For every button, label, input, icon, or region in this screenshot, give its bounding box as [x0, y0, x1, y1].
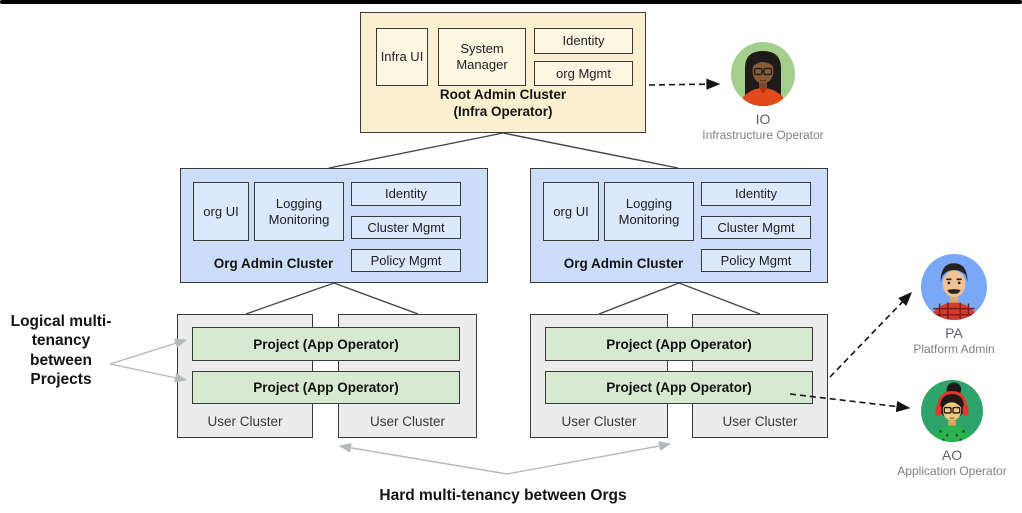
root-admin-cluster: Infra UI System Manager Identity org Mgm… — [360, 12, 646, 133]
component-identity: Identity — [351, 182, 461, 206]
root-cluster-title-line2: (Infra Operator) — [453, 104, 553, 120]
component-identity: Identity — [701, 182, 811, 206]
io-avatar-icon — [731, 42, 795, 106]
ao-avatar-icon — [921, 380, 983, 442]
persona-initials: IO — [755, 111, 771, 127]
org-cluster-title: Org Admin Cluster — [213, 256, 334, 272]
persona-application-operator: AO Application Operator — [877, 380, 1022, 478]
persona-initials: AO — [941, 447, 963, 463]
component-logging-monitoring: Logging Monitoring — [254, 182, 344, 241]
component-cluster-mgmt: Cluster Mgmt — [701, 216, 811, 239]
persona-initials: PA — [945, 325, 963, 341]
component-policy-mgmt: Policy Mgmt — [351, 249, 461, 272]
component-policy-mgmt: Policy Mgmt — [701, 249, 811, 272]
project-bar: Project (App Operator) — [192, 371, 460, 404]
persona-role: Infrastructure Operator — [702, 128, 824, 142]
component-org-mgmt: org Mgmt — [534, 61, 633, 86]
project-bar: Project (App Operator) — [192, 327, 460, 361]
root-cluster-title-line1: Root Admin Cluster — [439, 86, 567, 102]
component-cluster-mgmt: Cluster Mgmt — [351, 216, 461, 239]
org-cluster-title: Org Admin Cluster — [563, 256, 684, 272]
component-infra-ui: Infra UI — [376, 28, 428, 86]
root-cluster-title: Root Admin Cluster (Infra Operator) — [361, 86, 645, 121]
pa-avatar-icon — [921, 254, 987, 320]
user-cluster-label: User Cluster — [561, 414, 637, 429]
component-system-manager: System Manager — [438, 28, 526, 86]
org-admin-cluster-left: org UI Logging Monitoring Identity Clust… — [180, 168, 488, 283]
component-org-ui: org UI — [543, 182, 599, 241]
connector-root-to-org-right — [502, 132, 679, 169]
component-org-ui: org UI — [193, 182, 249, 241]
persona-infrastructure-operator: IO Infrastructure Operator — [688, 42, 838, 142]
connector-root-to-org-left — [328, 132, 504, 169]
top-border-bar — [0, 0, 1022, 4]
persona-role: Application Operator — [897, 464, 1007, 478]
persona-platform-admin: PA Platform Admin — [879, 254, 1022, 356]
gray-arrow-hard-multitenancy — [338, 441, 672, 475]
user-cluster-label: User Cluster — [207, 414, 283, 429]
connector-orgleft-to-uc2 — [333, 282, 419, 315]
component-logging-monitoring: Logging Monitoring — [604, 182, 694, 241]
annotation-logical-multitenancy: Logical multi-tenancy between Projects — [10, 313, 112, 389]
connector-orgright-to-uc2 — [678, 282, 761, 315]
persona-role: Platform Admin — [913, 342, 995, 356]
gray-arrow-label-to-project2 — [109, 363, 188, 383]
annotation-hard-multitenancy: Hard multi-tenancy between Orgs — [379, 487, 627, 504]
project-bar: Project (App Operator) — [545, 371, 813, 404]
user-cluster-label: User Cluster — [722, 414, 798, 429]
user-cluster-label: User Cluster — [369, 414, 445, 429]
org-admin-cluster-right: org UI Logging Monitoring Identity Clust… — [530, 168, 828, 283]
gray-arrow-label-to-project1 — [109, 338, 188, 365]
connector-orgleft-to-uc1 — [245, 282, 335, 315]
component-identity: Identity — [534, 28, 633, 54]
connector-orgright-to-uc1 — [598, 282, 680, 315]
project-bar: Project (App Operator) — [545, 327, 813, 361]
